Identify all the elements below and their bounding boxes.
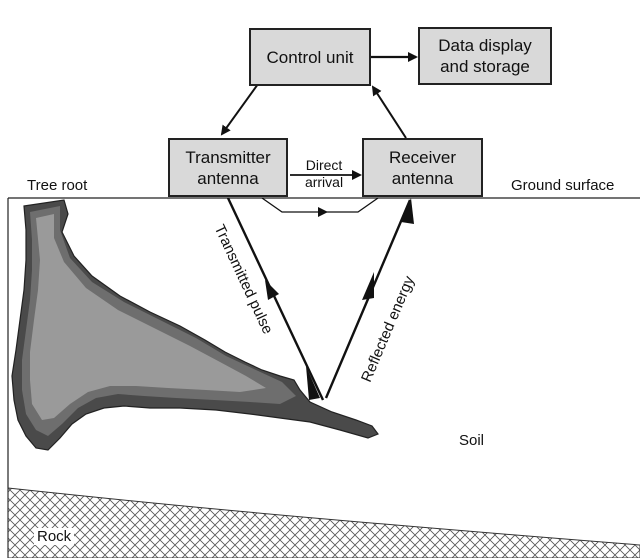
transmitter-antenna-label: Transmitter antenna — [185, 147, 271, 188]
soil-label: Soil — [459, 432, 485, 449]
rock-layer — [7, 487, 640, 558]
data-display-box: Data display and storage — [418, 27, 552, 85]
transmitted-pulse-arrowhead-1 — [265, 280, 279, 300]
ground-wave-arrowhead — [318, 207, 328, 217]
reflected-energy-arrowhead-2 — [401, 198, 414, 224]
receiver-antenna-label: Receiver antenna — [388, 147, 457, 188]
arrow-control-to-transmitter — [220, 83, 259, 136]
reflected-energy-arrowhead-1 — [362, 272, 374, 300]
receiver-antenna-box: Receiver antenna — [362, 138, 483, 197]
ground-surface-label: Ground surface — [511, 177, 615, 194]
tree-root-label: Tree root — [27, 177, 88, 194]
tree-root-core — [30, 214, 266, 420]
transmitter-antenna-box: Transmitter antenna — [168, 138, 288, 197]
control-unit-label: Control unit — [266, 47, 354, 67]
control-unit-box: Control unit — [249, 28, 371, 86]
transmitted-pulse-arrowhead-2 — [306, 366, 320, 400]
data-display-label: Data display and storage — [438, 36, 532, 76]
arrow-receiver-to-control — [371, 85, 407, 139]
transmitted-pulse-ray — [226, 197, 325, 401]
rock-label: Rock — [34, 528, 75, 545]
direct-arrival-label: Direct arrival — [304, 157, 344, 190]
